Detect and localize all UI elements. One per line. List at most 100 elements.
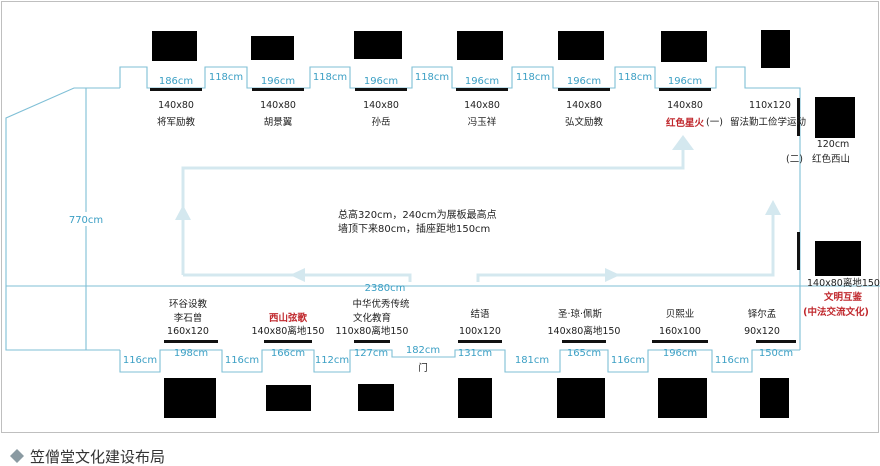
exhibit-name-suffix: (一) bbox=[706, 117, 723, 128]
exhibit-name: 孙岳 bbox=[371, 116, 390, 128]
display-bar bbox=[456, 88, 508, 91]
exhibit-name: 铎尔孟 bbox=[748, 308, 777, 320]
exhibit-name: 将军励教 bbox=[157, 116, 196, 128]
exhibit-size: 140x80 bbox=[158, 100, 194, 111]
top-gap-dim: 118cm bbox=[618, 72, 652, 83]
display-bar bbox=[659, 88, 711, 91]
bottom-wall-dim: 116cm bbox=[225, 355, 259, 366]
exhibit-name: 李石曾 bbox=[174, 312, 203, 324]
bottom-exhibits: 环谷设教 李石曾 160x120 西山弦歌 140x80离地150 中华优秀传统… bbox=[167, 298, 780, 337]
exhibit-name: 中华优秀传统 bbox=[352, 298, 410, 310]
bottom-wall-dim: 116cm bbox=[123, 355, 157, 366]
exhibit-image bbox=[358, 384, 394, 411]
exhibit-size: 110x80离地150 bbox=[336, 325, 409, 337]
exhibit-size: 90x120 bbox=[744, 326, 780, 337]
display-bar bbox=[458, 340, 502, 343]
bottom-wall-dim: 112cm bbox=[315, 355, 349, 366]
top-wall-dim: 196cm bbox=[567, 76, 601, 87]
exhibit-name-highlight: 文明互鉴 bbox=[823, 291, 863, 303]
drawing-frame bbox=[1, 1, 879, 433]
exhibit-image bbox=[761, 30, 790, 68]
display-bar bbox=[558, 88, 610, 91]
bottom-wall-dim: 165cm bbox=[567, 348, 601, 359]
top-gap-dim: 118cm bbox=[209, 72, 243, 83]
bottom-wall-dim: 166cm bbox=[271, 348, 305, 359]
bottom-wall-dim: 116cm bbox=[611, 355, 645, 366]
top-wall-dim: 186cm bbox=[159, 76, 193, 87]
bottom-wall-dim: 116cm bbox=[715, 355, 749, 366]
exhibit-image bbox=[661, 31, 707, 62]
exhibit-image bbox=[251, 36, 294, 60]
top-gap-dim: 118cm bbox=[313, 72, 347, 83]
flow-arrow-up-right bbox=[765, 200, 781, 215]
top-display-bars bbox=[150, 88, 800, 270]
visitor-flow-arrows bbox=[175, 135, 781, 282]
exhibit-name-highlight-sub: (中法交流文化) bbox=[803, 306, 869, 318]
exhibit-name: 冯玉祥 bbox=[468, 116, 497, 128]
exhibit-image bbox=[458, 378, 492, 418]
flow-path-upper bbox=[181, 145, 685, 275]
exhibit-size: 100x120 bbox=[459, 326, 501, 337]
exhibit-name: 环谷设教 bbox=[169, 298, 208, 310]
flow-path-lower-left bbox=[183, 273, 412, 282]
exhibit-size: 140x80离地150 bbox=[548, 325, 621, 337]
exhibit-image bbox=[558, 31, 604, 60]
flow-arrow-right bbox=[605, 268, 620, 282]
overall-length-label: 2380cm bbox=[365, 283, 406, 294]
bottom-wall-dimensions: 116cm 198cm 116cm 166cm 112cm 127cm 182c… bbox=[123, 345, 793, 366]
display-bar bbox=[252, 88, 304, 91]
overall-width-label: 770cm bbox=[69, 215, 103, 226]
exhibit-size: 120cm bbox=[817, 139, 850, 150]
bottom-wall-dim: 150cm bbox=[759, 348, 793, 359]
top-gap-dim: 118cm bbox=[415, 72, 449, 83]
exhibit-size: 140x80 bbox=[363, 100, 399, 111]
exhibit-image bbox=[457, 31, 503, 60]
height-note-line-2: 墙顶下来80cm，插座距地150cm bbox=[338, 222, 490, 235]
exhibit-name-highlight: 红色星火 bbox=[666, 117, 705, 129]
door-label: 门 bbox=[418, 362, 428, 374]
exhibit-image bbox=[266, 385, 311, 411]
exhibit-image bbox=[815, 97, 855, 138]
display-bar bbox=[797, 98, 800, 136]
exhibit-image bbox=[557, 378, 605, 418]
exhibit-size: 140x80 bbox=[260, 100, 296, 111]
flow-path-lower-right bbox=[476, 210, 775, 282]
display-bar bbox=[355, 88, 407, 91]
width-label-bg bbox=[66, 212, 106, 226]
height-note-line-1: 总高320cm，240cm为展板最高点 bbox=[338, 208, 497, 221]
exhibit-size: 140x80离地150 bbox=[252, 325, 325, 337]
exhibit-name: 贝熙业 bbox=[666, 309, 695, 320]
top-exhibits: 140x80 将军励教 140x80 胡景翼 140x80 孙岳 140x80 … bbox=[157, 100, 806, 129]
exhibit-image bbox=[815, 241, 861, 276]
exhibit-name: 胡景翼 bbox=[264, 116, 293, 128]
exhibit-image bbox=[164, 378, 216, 418]
exhibit-name-highlight: 西山弦歌 bbox=[269, 312, 308, 324]
flow-arrow-up-left bbox=[175, 205, 191, 220]
right-exhibits: 120cm (二) 红色西山 140x80离地150 文明互鉴 (中法交流文化) bbox=[786, 139, 880, 318]
top-wall-dim: 196cm bbox=[668, 76, 702, 87]
flow-arrow-left bbox=[290, 268, 305, 282]
top-wall-dimensions: 186cm 196cm 196cm 196cm 196cm 196cm 118c… bbox=[159, 72, 702, 87]
exhibit-prefix: (二) bbox=[786, 154, 803, 165]
wall-outline bbox=[5, 66, 801, 373]
figure-caption: 笠僧堂文化建设布局 bbox=[30, 448, 165, 466]
display-bar bbox=[354, 340, 390, 343]
exhibit-size: 140x80 bbox=[566, 100, 602, 111]
exhibit-size: 140x80 bbox=[464, 100, 500, 111]
bottom-wall-dim: 198cm bbox=[174, 348, 208, 359]
top-wall-dim: 196cm bbox=[364, 76, 398, 87]
bottom-display-bars bbox=[164, 340, 796, 343]
exhibit-image bbox=[658, 378, 707, 418]
exhibit-name: 结语 bbox=[470, 308, 490, 320]
exhibit-size: 110x120 bbox=[749, 100, 791, 111]
top-wall-dim: 196cm bbox=[261, 76, 295, 87]
display-bar bbox=[756, 340, 796, 343]
display-bar bbox=[652, 340, 708, 343]
display-bar bbox=[150, 88, 202, 91]
bottom-wall-dim: 196cm bbox=[663, 348, 697, 359]
building-walls bbox=[5, 66, 880, 373]
flow-arrow-up-top bbox=[672, 135, 694, 150]
exhibit-image bbox=[152, 31, 197, 61]
exhibit-image bbox=[354, 31, 402, 59]
exhibit-size: 140x80 bbox=[667, 100, 703, 111]
